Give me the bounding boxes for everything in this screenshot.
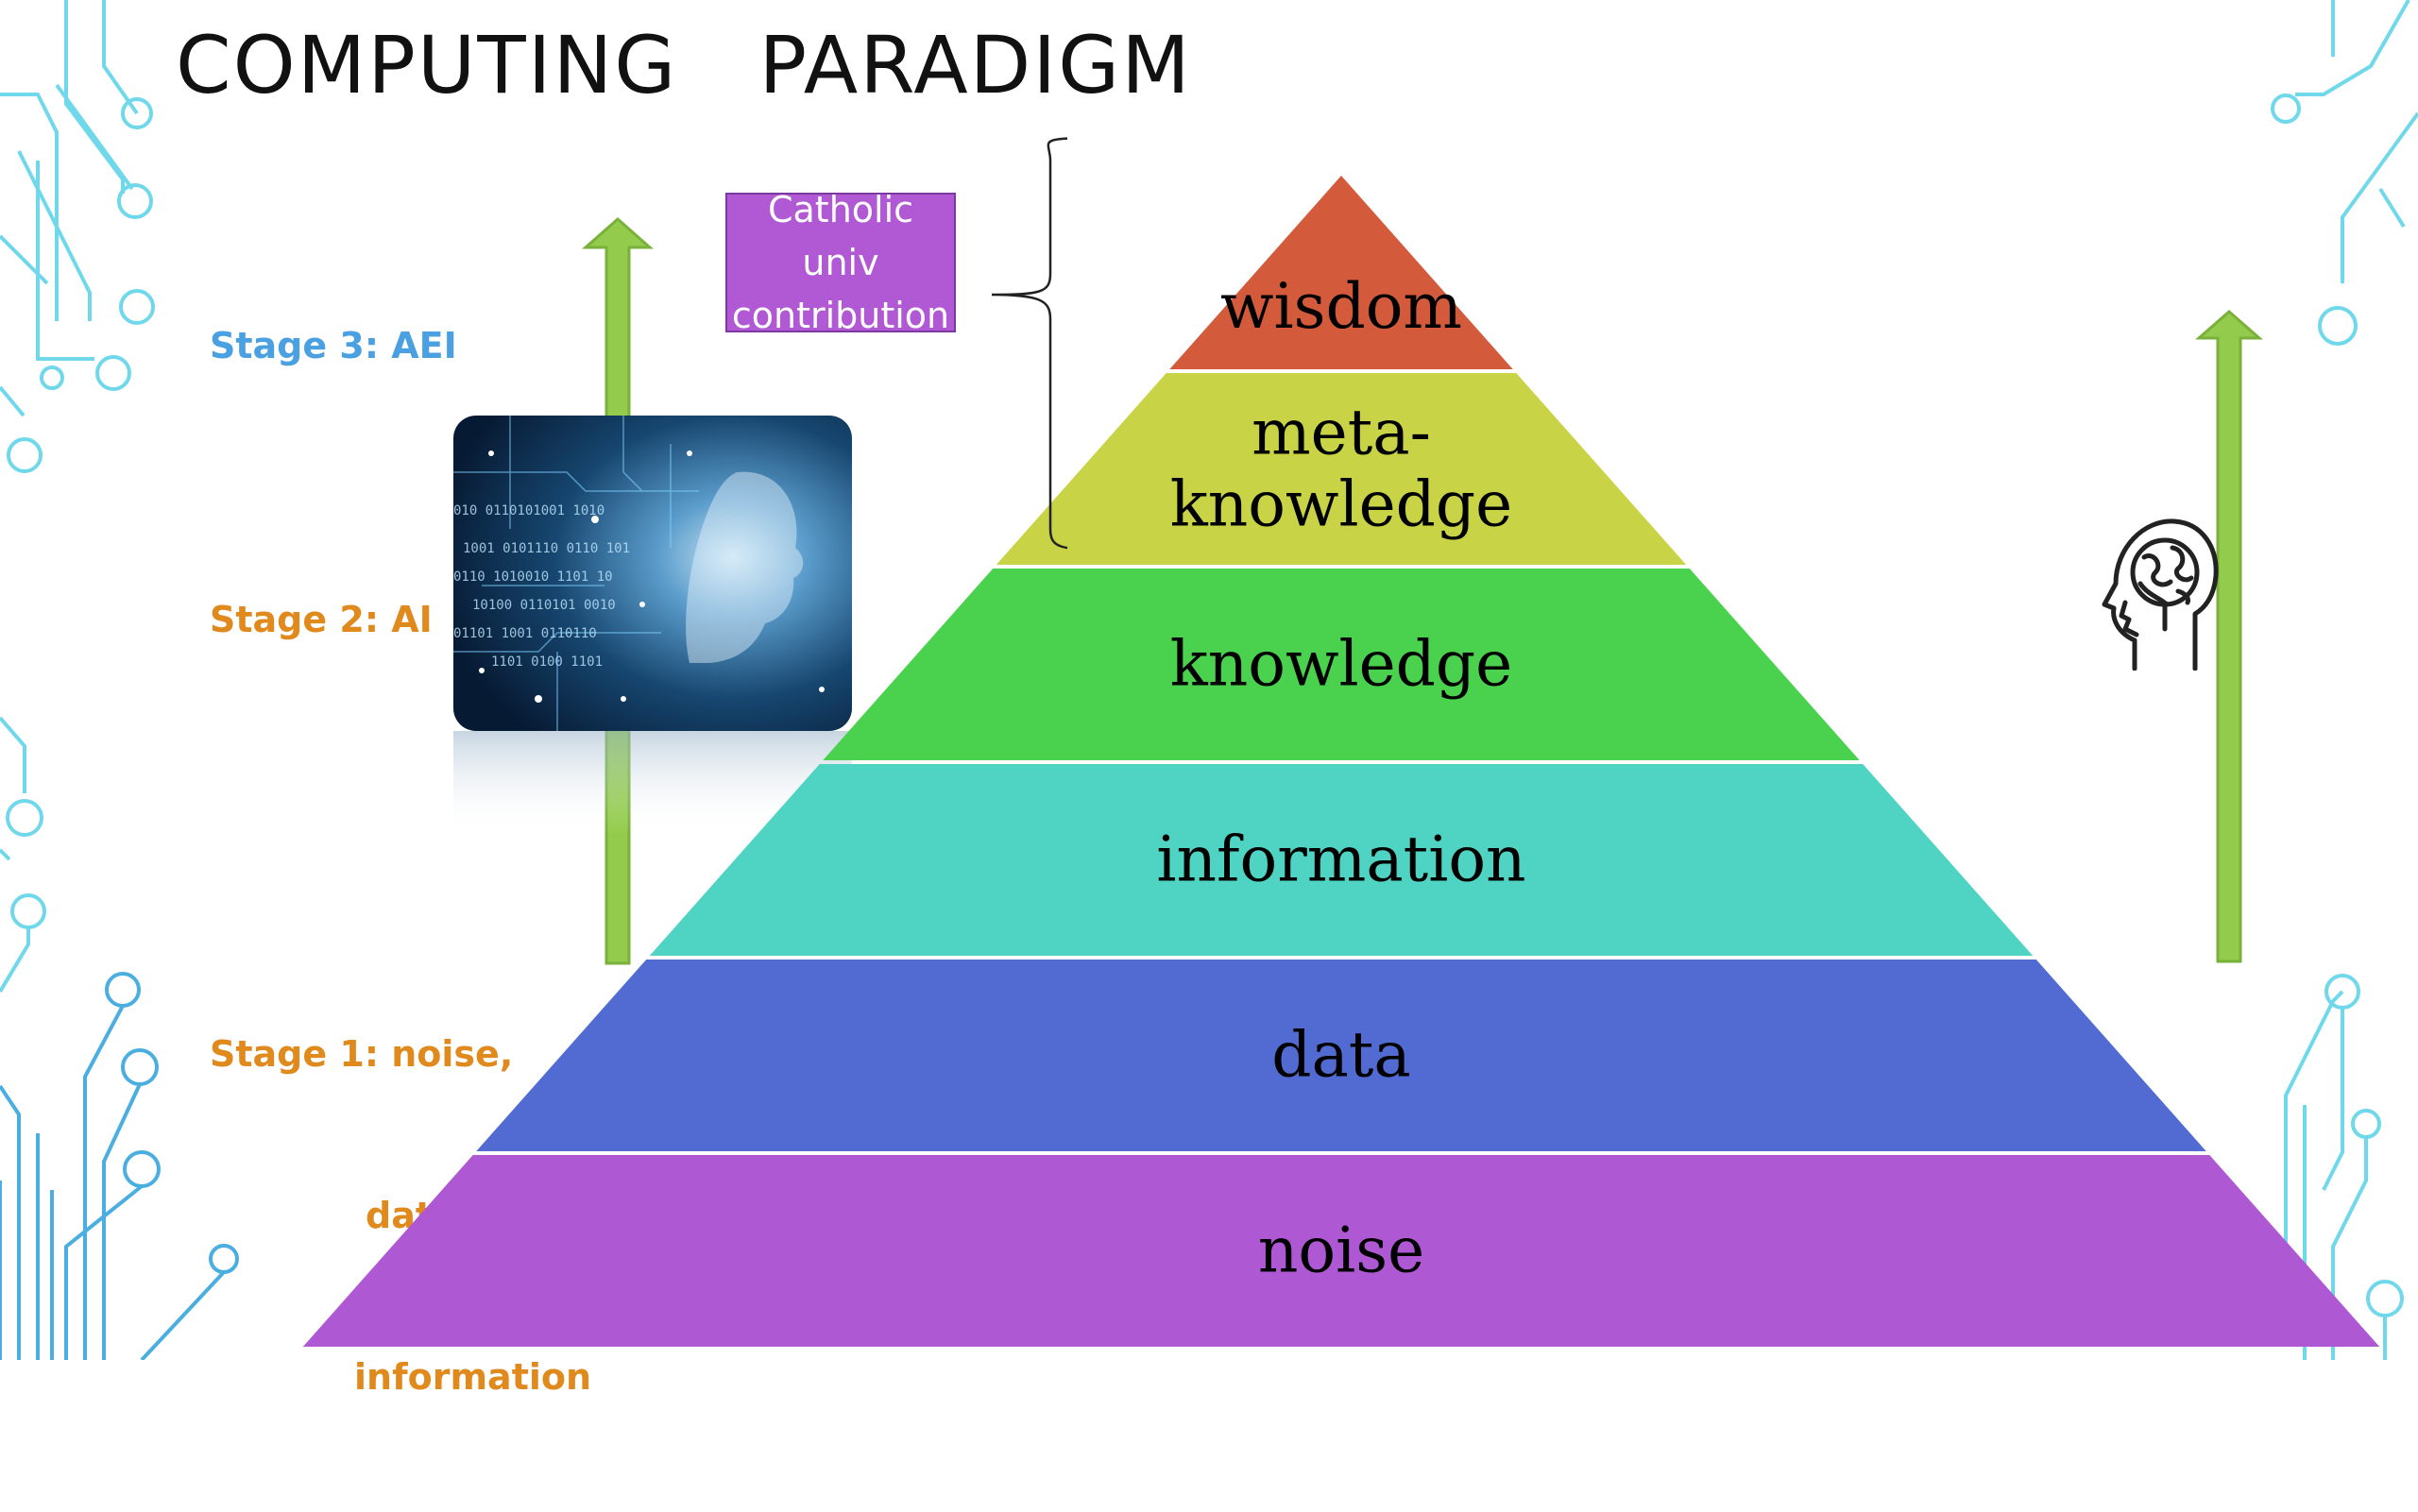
svg-text:01101 1001 0110110: 01101 1001 0110110 <box>453 626 597 641</box>
pyramid-label-noise: noise <box>1258 1215 1424 1287</box>
svg-text:1001 0101110 0110 101: 1001 0101110 0110 101 <box>463 541 630 556</box>
svg-text:1101 0100 1101: 1101 0100 1101 <box>491 654 603 670</box>
pyramid-level-knowledge <box>823 569 1860 760</box>
pyramid-label-wisdom: wisdom <box>1220 270 1462 343</box>
ai-face-circuit-image: 010 0110101001 1010 1001 0101110 0110 10… <box>453 416 852 731</box>
svg-text:10100 0110101 0010: 10100 0110101 0010 <box>472 598 616 613</box>
pyramid-level-noise <box>302 1155 2380 1347</box>
pyramid-level-metaknowledge <box>996 373 1687 565</box>
slide-title: COMPUTING PARADIGM <box>176 19 1192 111</box>
stage-1-line-1: Stage 1: noise, <box>210 1033 514 1075</box>
curly-brace <box>992 137 1067 550</box>
pyramid-label-data: data <box>1271 1019 1410 1092</box>
callout-line-2: contribution <box>731 295 950 336</box>
svg-text:0110 1010010 1101 10: 0110 1010010 1101 10 <box>453 569 613 585</box>
catholic-contribution-callout: Catholic univ contribution <box>725 189 956 336</box>
pyramid-label-metaknowledge: meta-knowledge <box>1170 397 1512 541</box>
stage-2-label: Stage 2: AI <box>210 599 433 640</box>
right-up-arrow-icon <box>2195 310 2263 963</box>
knowledge-pyramid: wisdom meta-knowledge knowledge information… <box>302 176 2380 1347</box>
pyramid-level-data <box>476 960 2206 1151</box>
callout-line-1: Catholic univ <box>767 189 914 283</box>
brain-head-icon <box>2102 518 2219 671</box>
slide: COMPUTING PARADIGM Stage 3: AEI Stage 2:… <box>0 0 2418 1398</box>
pyramid-level-wisdom <box>1169 176 1513 369</box>
circuit-decoration <box>0 0 2418 1360</box>
stage-3-label: Stage 3: AEI <box>210 325 457 366</box>
pyramid-level-information <box>649 764 2034 956</box>
pyramid-label-information: information <box>1156 824 1525 896</box>
pyramid-label-knowledge: knowledge <box>1170 628 1512 701</box>
svg-text:010 0110101001 1010: 010 0110101001 1010 <box>453 503 604 518</box>
